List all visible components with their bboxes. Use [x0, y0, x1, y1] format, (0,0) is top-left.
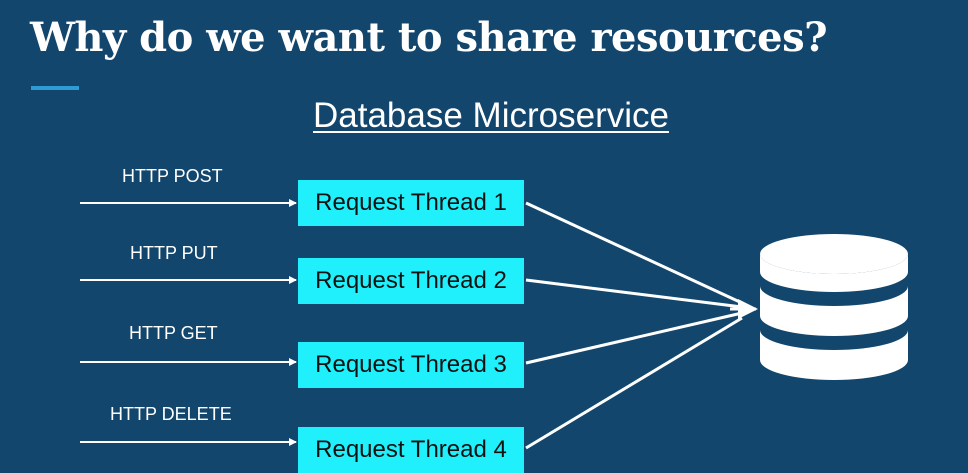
- title-accent-bar: [31, 86, 79, 90]
- database-icon: [760, 234, 908, 380]
- method-label-get: HTTP GET: [129, 323, 218, 343]
- diagram-subtitle: Database Microservice: [313, 96, 669, 135]
- method-label-put: HTTP PUT: [130, 243, 218, 263]
- db-line-4: [525, 316, 743, 450]
- request-thread-box-4: Request Thread 4: [298, 427, 524, 473]
- db-line-1: [525, 201, 743, 305]
- db-line-2: [525, 278, 743, 309]
- slide-title: Why do we want to share resources?: [30, 14, 828, 61]
- request-thread-box-2: Request Thread 2: [298, 258, 524, 304]
- db-line-3: [525, 311, 743, 365]
- request-thread-box-3: Request Thread 3: [298, 342, 524, 388]
- request-thread-box-1: Request Thread 1: [298, 180, 524, 226]
- method-label-post: HTTP POST: [122, 166, 223, 186]
- method-label-delete: HTTP DELETE: [110, 404, 232, 424]
